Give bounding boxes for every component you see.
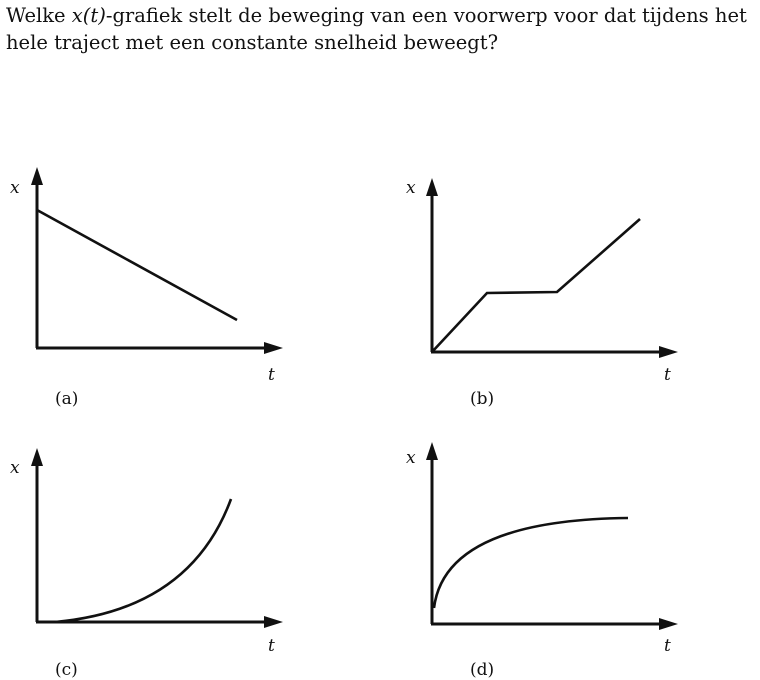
graph-a-curve [36, 208, 238, 322]
question-text: Welke x(t)-grafiek stelt de beweging van… [6, 2, 756, 56]
graph-b: x t (b) [406, 178, 678, 409]
graph-b-caption: (b) [470, 389, 494, 409]
graph-c-y-label: x [10, 458, 20, 478]
graph-c-caption: (c) [55, 660, 78, 680]
graph-a-y-arrow-icon [31, 167, 43, 185]
graph-a: x t (a) [10, 167, 283, 409]
graph-a-x-label: t [268, 365, 275, 385]
graph-c-y-arrow-icon [31, 448, 43, 466]
graph-d-curve [432, 516, 629, 609]
graph-a-caption: (a) [55, 389, 78, 409]
graph-d-y-label: x [406, 448, 416, 468]
graph-b-y-label: x [406, 178, 416, 198]
question-part-2: -grafiek stelt de beweging van een voorw… [6, 4, 747, 54]
graph-c-t-arrow-icon [264, 616, 283, 628]
graph-d-caption: (d) [470, 660, 494, 680]
graph-d-y-arrow-icon [426, 442, 438, 460]
question-part-1: Welke [6, 4, 72, 27]
graph-c-curve [54, 498, 233, 624]
graph-d-t-arrow-icon [659, 618, 678, 630]
graph-a-y-label: x [10, 178, 20, 198]
graph-b-x-label: t [664, 365, 671, 385]
graph-d: x t (d) [406, 442, 678, 680]
graph-c-x-label: t [268, 636, 275, 656]
graph-a-t-arrow-icon [264, 342, 283, 354]
graph-b-curve [431, 218, 641, 353]
graph-d-x-label: t [664, 636, 671, 656]
graph-c: x t (c) [10, 448, 283, 680]
graph-b-y-arrow-icon [426, 178, 438, 196]
question-math: x(t) [71, 4, 106, 27]
graph-b-t-arrow-icon [659, 346, 678, 358]
